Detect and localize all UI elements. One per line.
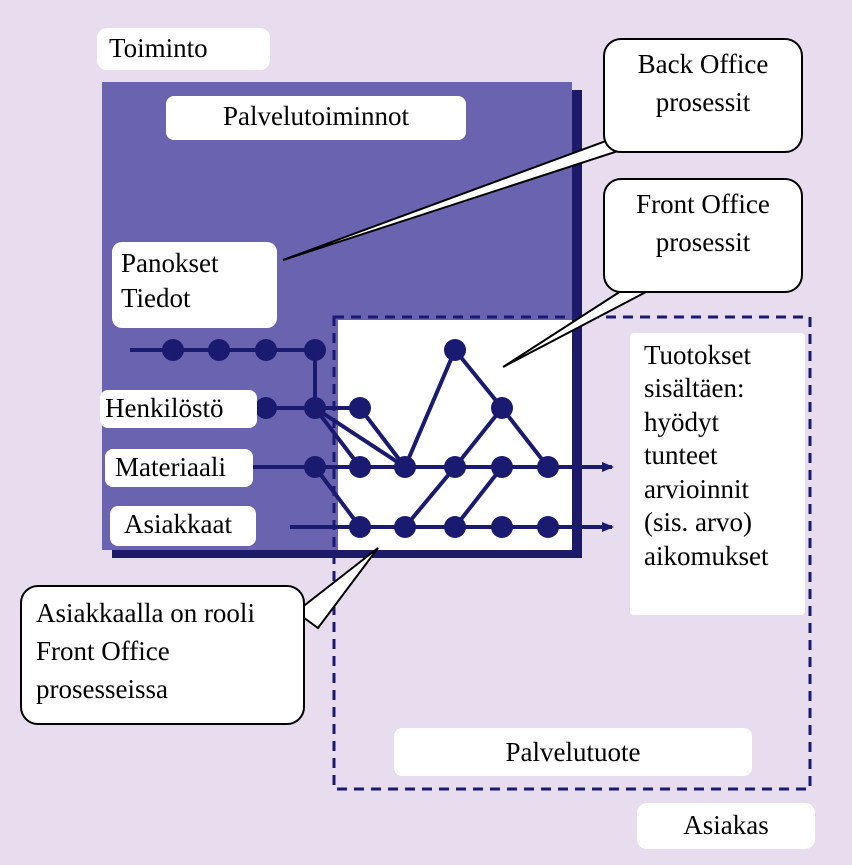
callout-asiakkaalla-line: Front Office [36, 635, 170, 666]
process-node [444, 456, 466, 478]
tuotokset-line: tunteet [644, 440, 718, 471]
process-node [162, 339, 184, 361]
process-link-3 [313, 465, 362, 529]
tuotokset-line: arvioinnit [644, 473, 749, 504]
process-node [491, 397, 513, 419]
process-node [491, 456, 513, 478]
process-node [304, 456, 326, 478]
process-node [208, 339, 230, 361]
label-asiakkaat: Asiakkaat [110, 506, 256, 546]
process-node [444, 516, 466, 538]
process-node [255, 397, 277, 419]
callout-back-office-line: prosessit [655, 86, 751, 117]
asiakkaalla-pointer [294, 547, 379, 630]
tuotokset-line: hyödyt [644, 406, 720, 437]
callout-front-office-line: Front Office [636, 189, 770, 219]
callout-front-office: Front Office prosessit [603, 178, 803, 293]
process-node [304, 397, 326, 419]
label-asiakas: Asiakas [637, 803, 815, 849]
tuotokset-line: (sis. arvo) [644, 507, 752, 538]
label-tiedot: Tiedot [121, 283, 191, 314]
tuotokset-line: Tuotokset [644, 340, 752, 370]
process-link-4 [358, 406, 407, 469]
callout-asiakkaalla-line: prosesseissa [36, 673, 168, 704]
label-materiaali: Materiaali [105, 449, 253, 487]
process-node [349, 397, 371, 419]
process-node [444, 339, 466, 361]
process-node [537, 456, 559, 478]
back-office-pointer [282, 133, 653, 261]
process-node [537, 516, 559, 538]
callout-back-office-line: Back Office [637, 49, 769, 79]
process-node [394, 456, 416, 478]
callout-asiakkaalla: Asiakkaalla on rooli Front Office proses… [20, 585, 305, 725]
label-henkilosto: Henkilöstö [100, 390, 257, 428]
callout-back-office: Back Office prosessit [603, 38, 803, 153]
label-toiminto: Toiminto [97, 28, 270, 70]
label-panokset: Panokset [121, 248, 219, 278]
process-node [394, 516, 416, 538]
process-node [349, 456, 371, 478]
process-node [304, 339, 326, 361]
process-node [349, 516, 371, 538]
tuotokset-line: aikomukset [644, 540, 769, 571]
label-palvelutoiminnot: Palvelutoiminnot [166, 96, 466, 140]
label-palvelutuote: Palvelutuote [394, 728, 752, 776]
process-link-6 [453, 465, 504, 529]
callout-front-office-line: prosessit [655, 226, 751, 257]
label-tuotokset: Tuotokset sisältäen: hyödyt tunteet arvi… [630, 333, 805, 615]
callout-asiakkaalla-line: Asiakkaalla on rooli [36, 598, 255, 628]
service-product-boundary [332, 315, 812, 791]
process-node [491, 516, 513, 538]
tuotokset-line: sisältäen: [644, 373, 745, 404]
label-panokset-tiedot: Panokset Tiedot [112, 242, 277, 328]
process-node [255, 339, 277, 361]
